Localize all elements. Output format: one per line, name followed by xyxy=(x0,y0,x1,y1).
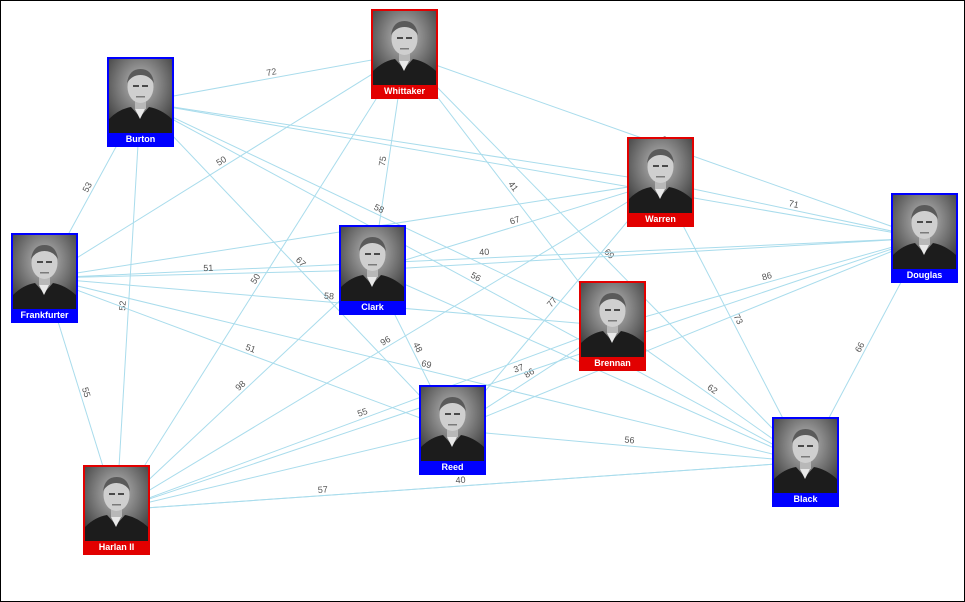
edge-label: 72 xyxy=(266,66,278,78)
node-label: Clark xyxy=(361,302,384,312)
node-reed[interactable]: Reed xyxy=(419,385,486,475)
edge-line xyxy=(140,101,925,239)
node-harlan[interactable]: Harlan II xyxy=(83,465,150,555)
edge-line xyxy=(44,237,925,279)
edge-label: 69 xyxy=(420,358,432,370)
edge-line xyxy=(372,237,925,271)
edge-line xyxy=(140,101,453,431)
edge-line xyxy=(116,461,806,511)
edge-label: 51 xyxy=(203,263,213,273)
edge-label: 48 xyxy=(411,341,424,354)
portrait-photo xyxy=(774,419,837,493)
edge-line xyxy=(660,181,806,463)
edge-label: 86 xyxy=(761,270,773,282)
edge-label: 56 xyxy=(624,435,635,446)
edge-label: 40 xyxy=(455,475,466,486)
edge-line xyxy=(612,237,925,327)
portrait-photo xyxy=(581,283,644,357)
edge-line xyxy=(44,277,613,327)
edge-label: 50 xyxy=(214,154,228,168)
edge-label: 51 xyxy=(244,342,257,355)
portrait-photo xyxy=(373,11,436,85)
edge-label: 98 xyxy=(233,379,247,393)
portrait-photo xyxy=(629,139,692,213)
node-black[interactable]: Black xyxy=(772,417,839,507)
edge-line xyxy=(140,53,405,103)
edge-label: 66 xyxy=(853,340,867,354)
node-douglas[interactable]: Douglas xyxy=(891,193,958,283)
edge-label: 52 xyxy=(117,300,128,311)
edge-label: 55 xyxy=(80,386,93,399)
portrait-photo xyxy=(109,59,172,133)
node-label: Brennan xyxy=(594,358,631,368)
edge-line xyxy=(140,101,661,183)
node-label: Douglas xyxy=(906,270,943,280)
node-brennan[interactable]: Brennan xyxy=(579,281,646,371)
edge-label: 71 xyxy=(788,198,800,210)
node-frankfurter[interactable]: Frankfurter xyxy=(11,233,78,323)
node-label: Burton xyxy=(125,134,156,144)
node-clark[interactable]: Clark xyxy=(339,225,406,315)
edge-line xyxy=(660,181,925,239)
node-burton[interactable]: Burton xyxy=(107,57,174,147)
edge-label: 57 xyxy=(317,484,328,495)
edge-line xyxy=(116,101,141,511)
portrait-photo xyxy=(85,467,148,541)
node-label: Warren xyxy=(645,214,676,224)
edge-line xyxy=(140,101,806,463)
portrait-photo xyxy=(893,195,956,269)
edge-line xyxy=(140,101,613,327)
edge-label: 41 xyxy=(506,179,520,193)
edge-label: 56 xyxy=(469,270,483,284)
edge-label: 73 xyxy=(732,312,745,325)
edge-label: 37 xyxy=(512,362,525,375)
portrait-photo xyxy=(13,235,76,309)
edge-label: 77 xyxy=(545,295,559,309)
edge-label: 67 xyxy=(508,214,521,226)
portrait-photo xyxy=(421,387,484,461)
edge-label: 50 xyxy=(249,272,263,286)
edge-line xyxy=(116,237,925,511)
edge-line xyxy=(116,53,405,511)
edge-line xyxy=(372,181,661,271)
node-warren[interactable]: Warren xyxy=(627,137,694,227)
edge-line xyxy=(44,277,453,431)
edge-line xyxy=(116,429,453,511)
edge-line xyxy=(116,325,613,511)
edge-label: 58 xyxy=(372,202,385,215)
edge-label: 58 xyxy=(324,291,335,302)
edge-line xyxy=(452,429,806,463)
edge-line xyxy=(452,181,661,431)
edge-label: 53 xyxy=(80,180,94,194)
node-label: Harlan II xyxy=(98,542,135,552)
portrait-photo xyxy=(341,227,404,301)
edge-label: 40 xyxy=(479,247,489,257)
edge-line xyxy=(44,53,405,279)
edge-line xyxy=(404,53,806,463)
edge-label: 96 xyxy=(379,334,393,348)
edge-line xyxy=(116,269,373,511)
node-label: Black xyxy=(793,494,818,504)
node-label: Reed xyxy=(441,462,464,472)
edge-line xyxy=(452,237,925,431)
edge-label: 75 xyxy=(377,155,388,166)
edge-label: 55 xyxy=(356,406,369,419)
node-whittaker[interactable]: Whittaker xyxy=(371,9,438,99)
node-label: Frankfurter xyxy=(20,310,69,320)
edge-label: 62 xyxy=(705,382,719,396)
edge-line xyxy=(116,181,661,511)
edge-line xyxy=(44,277,806,463)
node-label: Whittaker xyxy=(383,86,425,96)
edge-line xyxy=(44,269,373,279)
